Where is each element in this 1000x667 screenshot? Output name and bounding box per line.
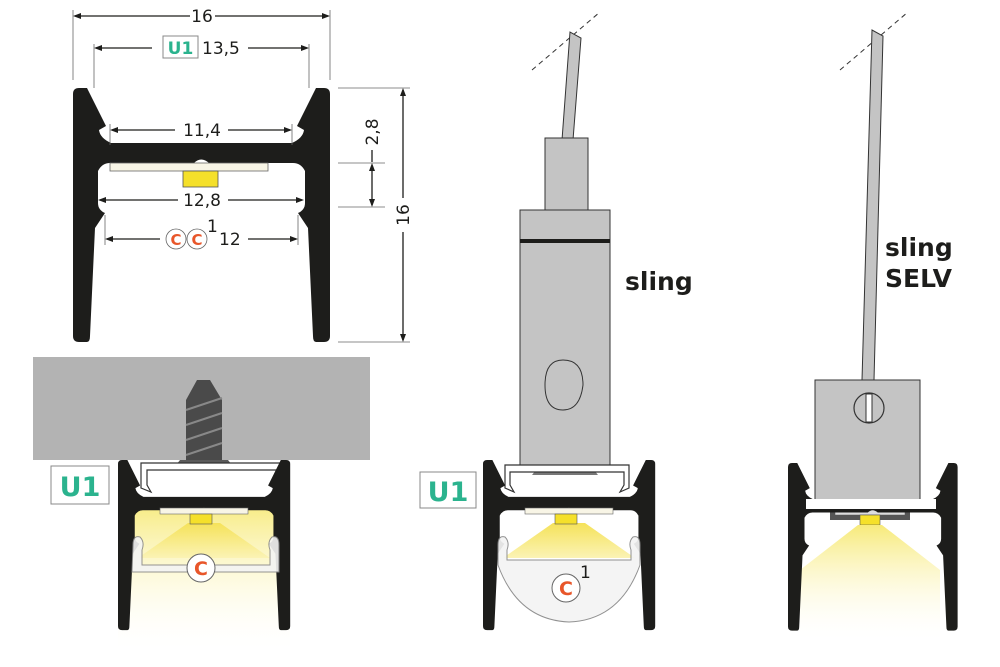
u1-badge [50, 465, 110, 505]
mounting-clip [504, 464, 630, 494]
sling-selv-mount-view: sling SELV [788, 11, 958, 640]
dim-depth: 2,8 [363, 118, 383, 145]
cover-c [131, 536, 280, 573]
u1-label: U1 [168, 39, 194, 59]
ceiling-line [839, 11, 909, 71]
sling-label: sling [885, 233, 953, 262]
led-chip [189, 513, 213, 525]
profile-cutout [806, 499, 936, 509]
cover-c-icon [186, 553, 216, 583]
cover-c1-label: C [191, 231, 202, 249]
light-glow [800, 525, 940, 640]
screw-head-icon [853, 392, 885, 424]
sling-ferrule [544, 137, 589, 211]
ceiling-line [531, 11, 601, 71]
led-chip [182, 170, 219, 188]
cover-c-label: C [194, 558, 208, 580]
u1-label: U1 [60, 472, 101, 503]
profile-cross-section: 16 U1 13,5 11,4 12,8 C C 1 12 2,8 [72, 7, 414, 343]
cover-c1-icon [186, 228, 208, 250]
sling-cable [561, 31, 582, 141]
sling-mount-view: C 1 U1 sling [419, 11, 693, 631]
led-chip [859, 514, 881, 526]
dim-inner-top-width: 13,5 [202, 39, 240, 59]
u1-label: U1 [428, 477, 469, 508]
u1-badge [162, 35, 199, 59]
dim-outer-width: 16 [191, 7, 213, 27]
mounting-clip [140, 462, 285, 494]
cover-c1-label: C [559, 578, 573, 600]
sling-label: sling [625, 267, 693, 296]
light-beam [503, 523, 635, 558]
led-strip [109, 162, 269, 172]
dim-crossbar-width: 11,4 [183, 121, 221, 141]
cover-superscript: 1 [207, 217, 218, 237]
surface-mount-view: C U1 [33, 357, 370, 650]
light-beam [138, 523, 270, 558]
cover-c-label: C [170, 231, 181, 249]
u1-badge [419, 471, 477, 509]
sling-hole-icon [544, 359, 584, 411]
dim-height: 16 [394, 204, 414, 226]
selv-label: SELV [885, 264, 953, 293]
sling-ring [520, 239, 610, 243]
cover-c1-icon [551, 573, 581, 603]
led-chip [554, 513, 578, 525]
cover-superscript: 1 [580, 563, 591, 583]
dim-cover-width: 12 [219, 230, 241, 250]
led-strip [159, 507, 249, 515]
dim-strip-width: 12,8 [183, 191, 221, 211]
cover-c-icon [165, 228, 187, 250]
sling-body [519, 209, 611, 466]
sling-cable [861, 29, 884, 381]
led-strip [524, 507, 614, 515]
